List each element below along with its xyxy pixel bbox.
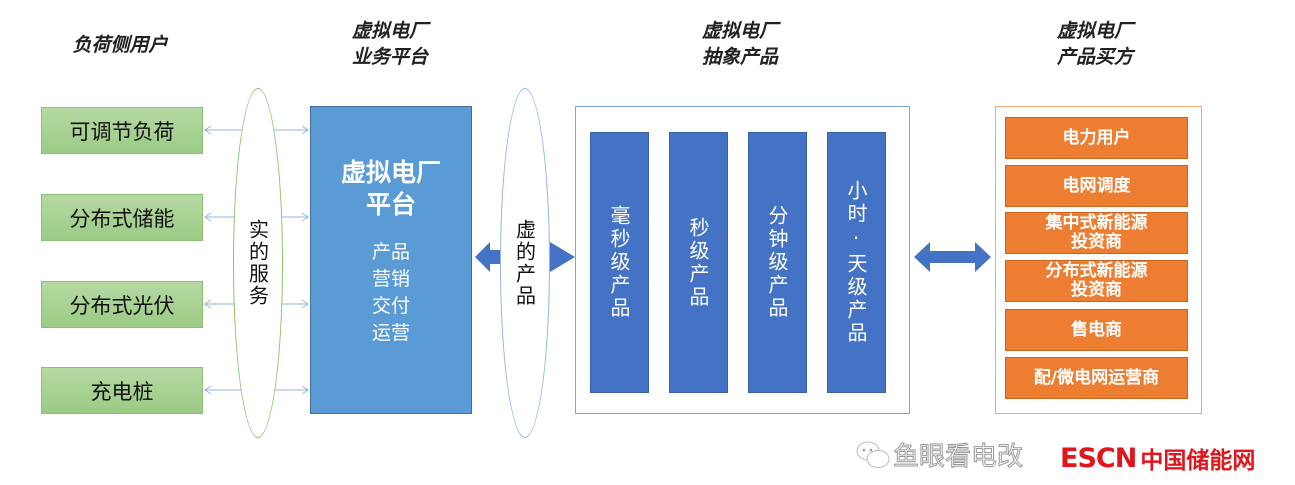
header-platform: 虚拟电厂 业务平台 [351,20,428,68]
watermark: 鱼眼看电改 [855,436,1024,473]
load-user-adjustable: 可调节负荷 [41,107,203,154]
load-user-charging: 充电桩 [41,367,203,414]
buyer-retailer: 售电商 [1005,309,1188,351]
product-millisecond: 毫秒级产品 [590,132,649,393]
product-second: 秒级产品 [669,132,728,393]
load-user-storage: 分布式储能 [41,194,203,241]
product-label: 小时·天级产品 [844,180,868,345]
escn-logo: ESCN 中国储能网 [1060,441,1255,475]
header-buyers: 虚拟电厂 产品买方 [1056,20,1133,68]
buyer-power-user: 电力用户 [1005,117,1188,159]
platform-title: 虚拟电厂 平台 [340,158,441,219]
product-minute: 分钟级产品 [748,132,807,393]
real-service-ellipse: 实的服务 [233,88,283,438]
product-label: 分钟级产品 [765,205,789,320]
load-user-pv: 分布式光伏 [41,281,203,328]
product-label: 毫秒级产品 [607,205,631,320]
logo-name: 中国储能网 [1140,448,1256,474]
logo-brand: ESCN [1060,442,1137,474]
buyer-centralized-investor: 集中式新能源 投资商 [1005,212,1188,254]
abstract-products-frame [575,106,910,414]
header-load-side: 负荷侧用户 [72,34,168,56]
platform-functions: 产品 营销 交付 运营 [371,241,410,344]
buyer-microgrid-operator: 配/微电网运营商 [1005,357,1188,399]
virtual-product-ellipse: 虚的产品 [500,88,550,438]
buyer-distributed-investor: 分布式新能源 投资商 [1005,260,1188,302]
header-abstract-products: 虚拟电厂 抽象产品 [701,20,778,68]
buyers-frame [995,106,1202,414]
product-label: 秒级产品 [686,216,710,309]
real-service-label: 实的服务 [245,219,270,307]
virtual-product-label: 虚的产品 [512,219,537,307]
vpp-platform-box: 虚拟电厂 平台 产品 营销 交付 运营 [310,106,472,414]
wechat-icon [856,441,890,468]
watermark-text: 鱼眼看电改 [892,442,1024,473]
buyer-grid-dispatch: 电网调度 [1005,165,1188,207]
product-hour-day: 小时·天级产品 [827,132,886,393]
